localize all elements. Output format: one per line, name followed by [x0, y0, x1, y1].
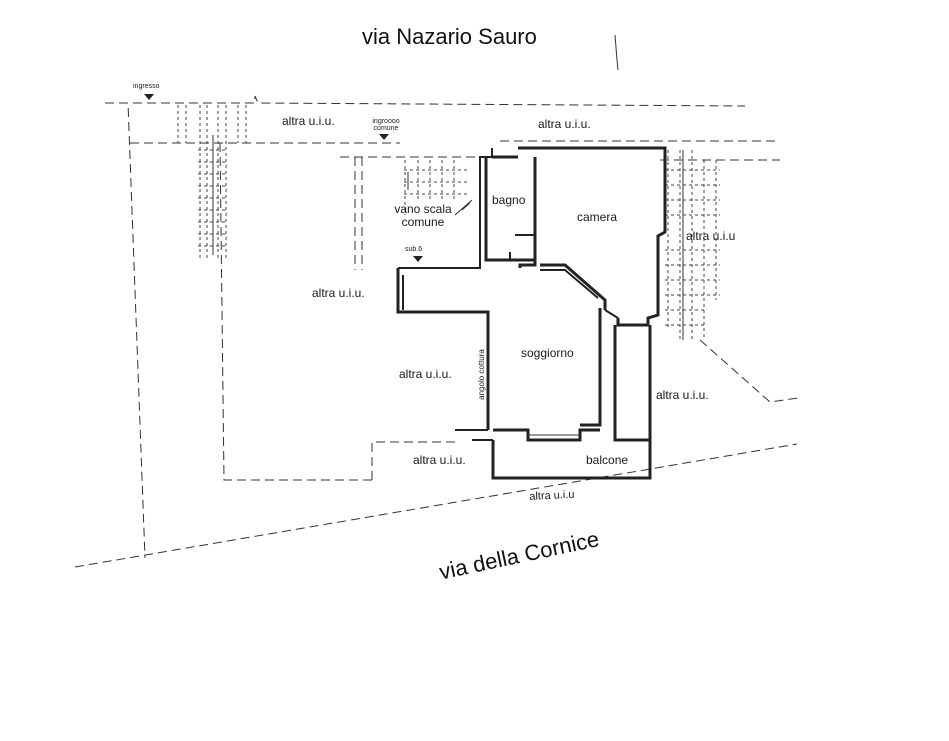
room-balcone: balcone — [586, 453, 629, 467]
survey-ticks — [614, 34, 619, 71]
ingresso-arrow-icon — [144, 94, 154, 100]
boundary-dashed-lines — [74, 95, 799, 568]
sub-arrow-icon — [413, 256, 423, 262]
other-unit-bottom-center: altra u.i.u. — [413, 453, 466, 467]
room-vano-scala: vano scala comune — [394, 202, 452, 229]
other-unit-bottom-street: altra u.i.u — [529, 488, 575, 503]
sub-label: sub.6 — [405, 246, 423, 253]
room-angolo-cottura: angolo cottura — [476, 349, 486, 400]
room-camera: camera — [577, 210, 618, 224]
other-unit-top-right: altra u.i.u. — [538, 117, 591, 131]
other-unit-left: altra u.i.u. — [312, 286, 365, 300]
common-stair — [404, 160, 473, 216]
unit-walls — [396, 146, 667, 480]
ingresso-comune-label: ingroooo comune — [372, 118, 400, 132]
room-bagno: bagno — [492, 193, 526, 207]
ingresso-label: ingresso — [133, 83, 160, 90]
ingresso-comune-arrow-icon — [379, 134, 389, 140]
exterior-stair — [177, 105, 247, 260]
other-unit-right: altra u.i.u — [686, 229, 736, 243]
street-north: via Nazario Sauro — [362, 24, 537, 49]
other-unit-center-left: altra u.i.u. — [399, 367, 452, 381]
room-soggiorno: soggiorno — [521, 346, 574, 360]
other-unit-lower-right: altra u.i.u. — [656, 388, 709, 402]
exterior-stair-right — [665, 150, 720, 340]
other-unit-top-left: altra u.i.u. — [282, 114, 335, 128]
